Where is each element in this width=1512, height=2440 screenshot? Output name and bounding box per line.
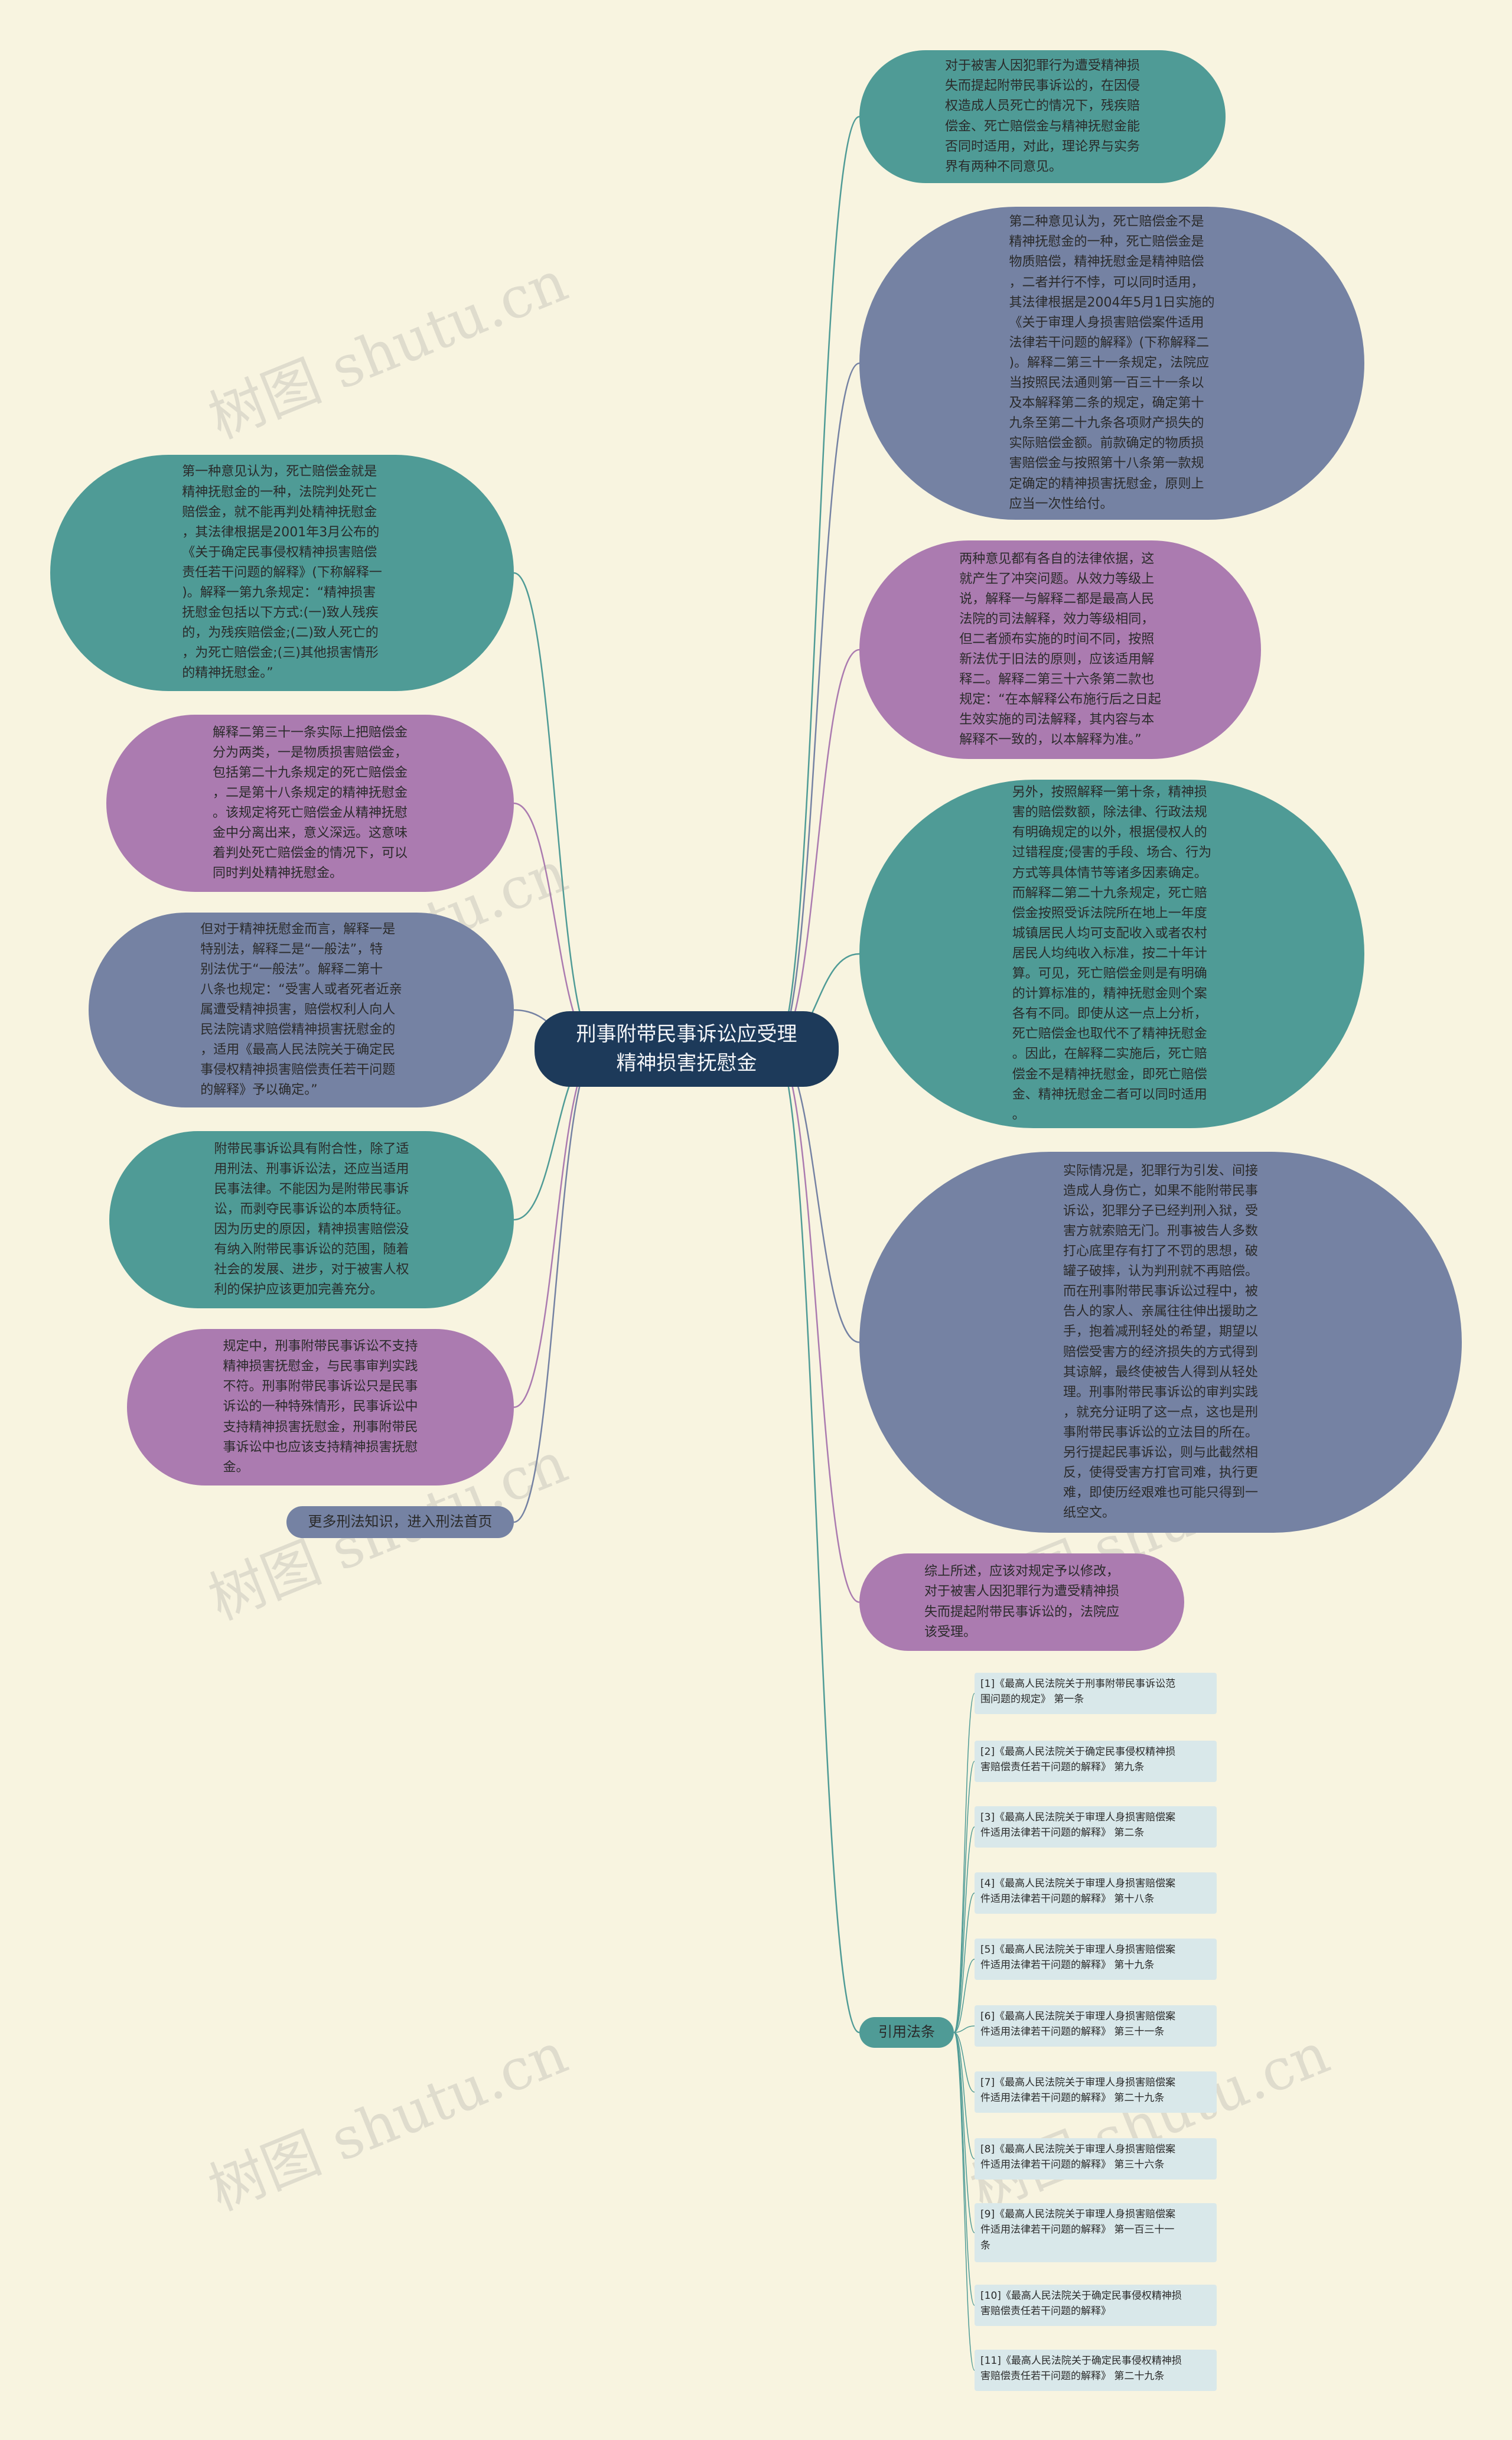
- topic-node[interactable]: 对于被害人因犯罪行为遭受精神损 失而提起附带民事诉讼的，在因侵 权造成人员死亡的…: [859, 50, 1226, 183]
- topic-text: 第二种意见认为，死亡赔偿金不是 精神抚慰金的一种，死亡赔偿金是 物质赔偿，精神抚…: [1009, 214, 1215, 512]
- connector-line: [953, 2025, 975, 2033]
- citation-item[interactable]: [5]《最高人民法院关于审理人身损害赔偿案 件适用法律若干问题的解释》 第十九条: [975, 1939, 1217, 1980]
- central-topic-line-1: 刑事附带民事诉讼应受理: [576, 1022, 797, 1046]
- citation-item[interactable]: [9]《最高人民法院关于审理人身损害赔偿案 件适用法律若干问题的解释》 第一百三…: [975, 2203, 1217, 2262]
- citation-item[interactable]: [7]《最高人民法院关于审理人身损害赔偿案 件适用法律若干问题的解释》 第二十九…: [975, 2071, 1217, 2113]
- citation-item[interactable]: [10]《最高人民法院关于确定民事侵权精神损 害赔偿责任若干问题的解释》: [975, 2285, 1217, 2326]
- citation-item[interactable]: [6]《最高人民法院关于审理人身损害赔偿案 件适用法律若干问题的解释》 第三十一…: [975, 2005, 1217, 2047]
- citation-text: [4]《最高人民法院关于审理人身损害赔偿案 件适用法律若干问题的解释》 第十八条: [980, 1878, 1176, 1905]
- topic-node[interactable]: 综上所述，应该对规定予以修改， 对于被害人因犯罪行为遭受精神损 失而提起附带民事…: [859, 1553, 1184, 1651]
- citation-item[interactable]: [11]《最高人民法院关于确定民事侵权精神损 害赔偿责任若干问题的解释》 第二十…: [975, 2350, 1217, 2391]
- connector-line: [953, 1892, 975, 2033]
- citation-text: [3]《最高人民法院关于审理人身损害赔偿案 件适用法律若干问题的解释》 第二条: [980, 1812, 1176, 1839]
- citation-item[interactable]: [4]《最高人民法院关于审理人身损害赔偿案 件适用法律若干问题的解释》 第十八条: [975, 1872, 1217, 1914]
- topic-text: 但对于精神抚慰金而言，解释一是 特别法，解释二是“一般法”，特 别法优于“一般法…: [200, 921, 402, 1098]
- more-criminal-law-link[interactable]: 更多刑法知识，进入刑法首页: [286, 1506, 514, 1538]
- connector-line: [953, 1693, 975, 2033]
- citation-text: [7]《最高人民法院关于审理人身损害赔偿案 件适用法律若干问题的解释》 第二十九…: [980, 2077, 1176, 2105]
- citation-text: [10]《最高人民法院关于确定民事侵权精神损 害赔偿责任若干问题的解释》: [980, 2290, 1182, 2318]
- connector-line: [775, 362, 860, 1050]
- connector-line: [513, 1048, 598, 1408]
- topic-node[interactable]: 第一种意见认为，死亡赔偿金就是 精神抚慰金的一种，法院判处死亡 赔偿金，就不能再…: [50, 455, 514, 691]
- central-topic[interactable]: 刑事附带民事诉讼应受理精神损害抚慰金: [535, 1011, 839, 1087]
- topic-node[interactable]: 解释二第三十一条实际上把赔偿金 分为两类，一是物质损害赔偿金， 包括第二十九条规…: [106, 715, 514, 892]
- topic-node[interactable]: 另外，按照解释一第十条，精神损 害的赔偿数额，除法律、行政法规 有明确规定的以外…: [859, 780, 1364, 1128]
- connector-line: [513, 1048, 598, 1523]
- citation-text: [2]《最高人民法院关于确定民事侵权精神损 害赔偿责任若干问题的解释》 第九条: [980, 1746, 1176, 1774]
- connector-line: [953, 2032, 975, 2371]
- topic-text: 综上所述，应该对规定予以修改， 对于被害人因犯罪行为遭受精神损 失而提起附带民事…: [924, 1564, 1119, 1640]
- connector-line: [953, 2032, 975, 2093]
- connector-line: [775, 116, 860, 1050]
- citation-item[interactable]: [8]《最高人民法院关于审理人身损害赔偿案 件适用法律若干问题的解释》 第三十六…: [975, 2138, 1217, 2180]
- topic-node[interactable]: 第二种意见认为，死亡赔偿金不是 精神抚慰金的一种，死亡赔偿金是 物质赔偿，精神抚…: [859, 207, 1364, 520]
- topic-node[interactable]: 但对于精神抚慰金而言，解释一是 特别法，解释二是“一般法”，特 别法优于“一般法…: [89, 913, 514, 1107]
- connector-line: [953, 1826, 975, 2033]
- topic-text: 第一种意见认为，死亡赔偿金就是 精神抚慰金的一种，法院判处死亡 赔偿金，就不能再…: [182, 464, 382, 681]
- topic-text: 另外，按照解释一第十条，精神损 害的赔偿数额，除法律、行政法规 有明确规定的以外…: [1012, 785, 1212, 1122]
- citations-label[interactable]: 引用法条: [859, 2017, 954, 2048]
- citation-text: [8]《最高人民法院关于审理人身损害赔偿案 件适用法律若干问题的解释》 第三十六…: [980, 2143, 1176, 2171]
- connector-line: [953, 1959, 975, 2033]
- topic-node[interactable]: 实际情况是，犯罪行为引发、间接 造成人身伤亡，如果不能附带民事 诉讼，犯罪分子已…: [859, 1152, 1462, 1533]
- connector-line: [953, 1761, 975, 2033]
- topic-node[interactable]: 两种意见都有各自的法律依据，这 就产生了冲突问题。从效力等级上 说，解释一与解释…: [859, 540, 1261, 759]
- link-text: 更多刑法知识，进入刑法首页: [308, 1513, 493, 1530]
- citation-item[interactable]: [2]《最高人民法院关于确定民事侵权精神损 害赔偿责任若干问题的解释》 第九条: [975, 1741, 1217, 1782]
- citation-item[interactable]: [1]《最高人民法院关于刑事附带民事诉讼范 围问题的规定》 第一条: [975, 1673, 1217, 1714]
- citation-text: [1]《最高人民法院关于刑事附带民事诉讼范 围问题的规定》 第一条: [980, 1678, 1176, 1706]
- connector-line: [775, 1048, 860, 1343]
- connector-line: [775, 1048, 860, 2034]
- topic-node[interactable]: 规定中，刑事附带民事诉讼不支持 精神损害抚慰金，与民事审判实践 不符。刑事附带民…: [127, 1329, 514, 1485]
- citation-text: [9]《最高人民法院关于审理人身损害赔偿案 件适用法律若干问题的解释》 第一百三…: [980, 2208, 1176, 2252]
- central-topic-line-2: 精神损害抚慰金: [616, 1051, 757, 1075]
- topic-text: 两种意见都有各自的法律依据，这 就产生了冲突问题。从效力等级上 说，解释一与解释…: [959, 551, 1161, 748]
- citation-item[interactable]: [3]《最高人民法院关于审理人身损害赔偿案 件适用法律若干问题的解释》 第二条: [975, 1806, 1217, 1848]
- citation-text: [6]《最高人民法院关于审理人身损害赔偿案 件适用法律若干问题的解释》 第三十一…: [980, 2011, 1176, 2038]
- connector-line: [953, 2032, 975, 2306]
- citation-text: [11]《最高人民法院关于确定民事侵权精神损 害赔偿责任若干问题的解释》 第二十…: [980, 2355, 1182, 2383]
- citations-label-text: 引用法条: [878, 2024, 935, 2041]
- topic-node[interactable]: 附带民事诉讼具有附合性，除了适 用刑法、刑事诉讼法，还应当适用 民事法律。不能因…: [109, 1131, 514, 1308]
- connector-line: [953, 2032, 975, 2233]
- topic-text: 附带民事诉讼具有附合性，除了适 用刑法、刑事诉讼法，还应当适用 民事法律。不能因…: [214, 1141, 409, 1298]
- topic-text: 实际情况是，犯罪行为引发、间接 造成人身伤亡，如果不能附带民事 诉讼，犯罪分子已…: [1063, 1163, 1258, 1521]
- connector-line: [775, 1048, 860, 1603]
- connector-line: [953, 2032, 975, 2159]
- topic-text: 规定中，刑事附带民事诉讼不支持 精神损害抚慰金，与民事审判实践 不符。刑事附带民…: [223, 1339, 418, 1475]
- citation-text: [5]《最高人民法院关于审理人身损害赔偿案 件适用法律若干问题的解释》 第十九条: [980, 1944, 1176, 1972]
- topic-text: 对于被害人因犯罪行为遭受精神损 失而提起附带民事诉讼的，在因侵 权造成人员死亡的…: [944, 58, 1140, 174]
- topic-text: 解释二第三十一条实际上把赔偿金 分为两类，一是物质损害赔偿金， 包括第二十九条规…: [212, 725, 408, 881]
